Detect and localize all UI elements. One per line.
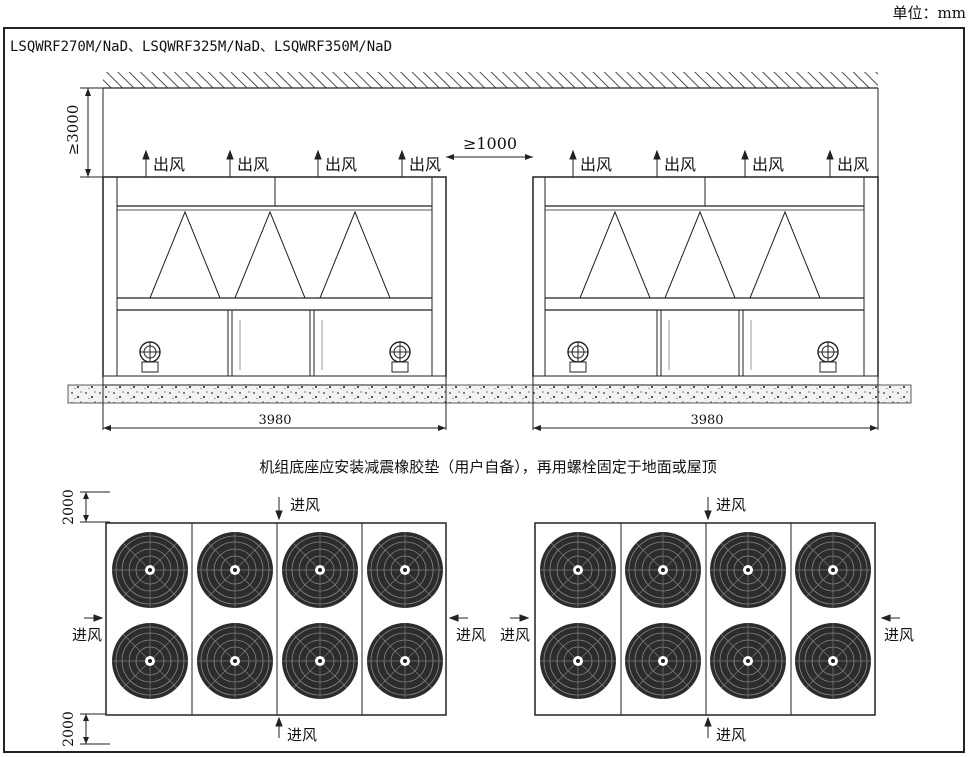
- ground-slab: [67, 384, 912, 404]
- unit-plan-right: [534, 522, 876, 716]
- length-dimension-right: 3980: [533, 413, 878, 431]
- unit-label: 单位：mm: [892, 4, 966, 22]
- drawing-frame: [3, 27, 965, 753]
- length-dimension-left: 3980: [103, 413, 446, 431]
- length-label: 3980: [690, 413, 723, 428]
- model-title: LSQWRF270M/NaD、LSQWRF325M/NaD、LSQWRF350M…: [10, 39, 393, 55]
- height-clearance-label: ≥3000: [64, 105, 82, 156]
- svg-text:进风: 进风: [72, 626, 102, 644]
- outlet-label: 出风: [409, 155, 441, 174]
- outlet-label: 出风: [325, 155, 357, 174]
- length-label: 3980: [258, 413, 291, 428]
- outlet-label: 出风: [752, 155, 784, 174]
- unit-elevation-left: [102, 88, 447, 430]
- height-clearance-dimension: ≥3000: [64, 87, 103, 178]
- outlet-label: 出风: [664, 155, 696, 174]
- plan-clearance-top: 2000: [61, 489, 110, 525]
- svg-text:进风: 进风: [290, 496, 320, 514]
- outlet-label: 出风: [837, 155, 869, 174]
- unit-elevation-right: [532, 88, 879, 430]
- spacing-dimension: ≥1000: [446, 134, 533, 160]
- svg-text:进风: 进风: [456, 626, 486, 644]
- svg-text:进风: 进风: [716, 726, 746, 744]
- mounting-note: 机组底座应安装减震橡胶垫（用户自备），再用螺栓固定于地面或屋顶: [259, 458, 717, 476]
- outlet-label: 出风: [237, 155, 269, 174]
- unit-plan-left: [105, 522, 447, 716]
- svg-text:进风: 进风: [716, 496, 746, 514]
- svg-text:进风: 进风: [500, 626, 530, 644]
- outlet-label: 出风: [153, 155, 185, 174]
- plan-clearance-label: 2000: [61, 489, 77, 525]
- svg-text:进风: 进风: [884, 626, 914, 644]
- svg-text:进风: 进风: [287, 726, 317, 744]
- outlet-arrows: 出风 出风 出风 出风 出风 出风 出风 出风: [142, 149, 869, 177]
- inlet-arrows: [84, 497, 900, 738]
- plan-clearance-bottom: 2000: [61, 711, 110, 747]
- plan-clearance-label: 2000: [61, 711, 77, 747]
- inlet-labels: 进风 进风 进风 进风 进风 进风 进风 进风: [72, 496, 914, 744]
- spacing-label: ≥1000: [463, 134, 517, 153]
- ceiling: [103, 72, 878, 89]
- outlet-label: 出风: [580, 155, 612, 174]
